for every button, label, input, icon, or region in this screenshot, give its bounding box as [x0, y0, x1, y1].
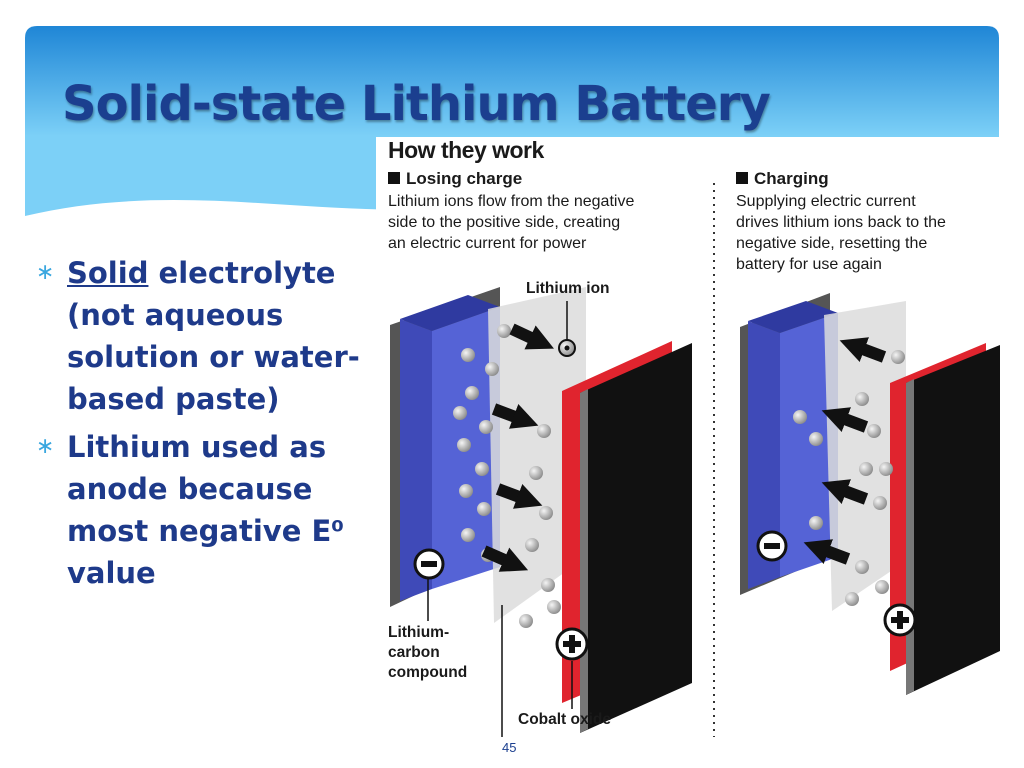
separator-sheet	[824, 301, 906, 611]
ion-flow-arrow	[495, 483, 543, 509]
charging-title: Charging	[754, 169, 829, 188]
lithium-ion	[475, 462, 489, 476]
ion-flow-arrow	[803, 539, 851, 565]
label-line: compound	[388, 664, 468, 681]
cathode-edge	[580, 389, 588, 733]
losing-charge-title: Losing charge	[406, 169, 523, 188]
bullet-marker-icon: ∗	[36, 434, 55, 459]
losing-charge-description: Lithium ions flow from the negative side…	[388, 191, 634, 254]
lithium-ion	[859, 462, 873, 476]
desc-line: Supplying electric current	[736, 193, 916, 210]
label-line: Lithium-	[388, 624, 450, 641]
anode-block-side	[780, 313, 838, 577]
minus-terminal-bar	[764, 543, 780, 549]
bullet-lithium-anode: ∗ Lithium used as anode because most neg…	[34, 426, 364, 594]
cathode-edge	[906, 379, 914, 695]
lithium-ion	[539, 506, 553, 520]
losing-charge-cell	[390, 287, 692, 737]
lithium-ion	[479, 420, 493, 434]
lithium-ion	[879, 462, 893, 476]
separator-sheet	[488, 287, 586, 623]
bullet-text: Lithium used as anode because most negat…	[67, 430, 344, 590]
lithium-ion	[793, 410, 807, 424]
desc-line: Lithium ions flow from the negative	[388, 193, 635, 210]
anode-block-front	[400, 319, 432, 601]
ion-flow-arrow	[821, 479, 869, 505]
bullet-list: ∗ Solid electrolyte (not aqueous solutio…	[34, 252, 364, 600]
lithium-ion	[891, 350, 905, 364]
anode-block-top	[748, 301, 838, 333]
lithium-ion	[477, 502, 491, 516]
desc-line: side to the positive side, creating	[388, 214, 621, 231]
lithium-ion	[537, 424, 551, 438]
anode-block-front	[748, 321, 780, 589]
desc-line: drives lithium ions back to the	[736, 214, 946, 231]
desc-line: an electric current for power	[388, 235, 587, 252]
lithium-ion	[461, 348, 475, 362]
bullet-underlined-word: Solid	[67, 256, 149, 290]
charging-cell	[740, 293, 1000, 695]
minus-terminal-bar	[421, 561, 437, 567]
ion-flow-arrow	[481, 545, 529, 572]
lithium-ion	[459, 484, 473, 498]
cathode-front-plate	[906, 345, 1000, 695]
lithium-ion	[519, 614, 533, 628]
lithium-ion	[809, 432, 823, 446]
figure-heading: How they work	[388, 137, 544, 163]
lithium-ion	[541, 578, 555, 592]
lithium-ion-label: Lithium ion	[526, 280, 610, 297]
lithium-ion	[485, 362, 499, 376]
lithium-ion	[453, 406, 467, 420]
lithium-ion	[873, 496, 887, 510]
lithium-ion	[855, 560, 869, 574]
desc-line: battery for use again	[736, 256, 882, 273]
losing-charge-heading: Losing charge	[388, 169, 522, 189]
desc-line: negative side, resetting the	[736, 235, 928, 252]
bullet-text: electrolyte (not aqueous solution or wat…	[67, 256, 360, 416]
slide-number: 45	[502, 740, 517, 755]
lithium-ion-highlighted-core	[564, 345, 570, 351]
lithium-ion	[457, 438, 471, 452]
charging-heading: Charging	[736, 169, 829, 189]
lithium-carbon-label: Lithium- carbon compound	[388, 623, 467, 683]
lithium-ion	[809, 516, 823, 530]
battery-diagram-art	[390, 183, 1000, 737]
battery-diagram: How they work Losing charge Lithium ions…	[376, 137, 1000, 740]
lithium-ion	[497, 324, 511, 338]
lithium-ion	[875, 580, 889, 594]
plus-terminal-vbar	[569, 635, 575, 653]
cathode-front-plate	[580, 343, 692, 733]
lithium-ion	[867, 424, 881, 438]
lithium-ion	[461, 528, 475, 542]
cobalt-oxide-label: Cobalt oxide	[518, 711, 612, 728]
anode-block-top	[400, 295, 500, 331]
square-bullet-icon	[736, 172, 748, 184]
bullet-solid-electrolyte: ∗ Solid electrolyte (not aqueous solutio…	[34, 252, 364, 420]
lithium-ion	[529, 466, 543, 480]
plus-terminal-vbar	[897, 611, 903, 629]
charging-description: Supplying electric current drives lithiu…	[736, 191, 946, 275]
lithium-ion	[525, 538, 539, 552]
bullet-marker-icon: ∗	[36, 260, 55, 285]
ion-flow-arrow	[821, 407, 869, 433]
ion-flow-arrow	[491, 403, 539, 429]
ion-flow-arrow	[509, 323, 554, 350]
label-line: carbon	[388, 644, 440, 661]
ion-flow-arrow	[839, 337, 887, 363]
lithium-ion	[855, 392, 869, 406]
lithium-ion	[845, 592, 859, 606]
slide-title: Solid-state Lithium Battery	[62, 76, 771, 132]
square-bullet-icon	[388, 172, 400, 184]
lithium-ion	[465, 386, 479, 400]
lithium-ion	[547, 600, 561, 614]
